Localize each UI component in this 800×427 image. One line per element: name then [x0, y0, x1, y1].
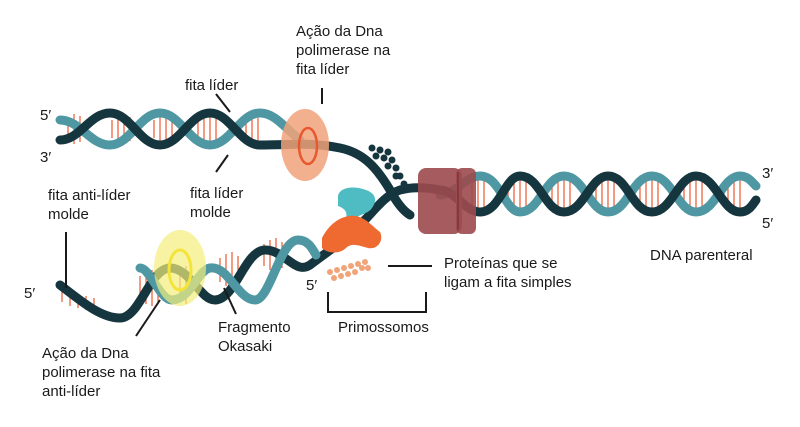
label-leader-lines	[65, 88, 432, 337]
parental-dna-label: DNA parenteral	[650, 247, 753, 264]
lagging-5-prime: 5′	[306, 277, 318, 294]
leading-template-dark	[55, 108, 415, 220]
leading-polymerase-label: Ação da Dna polimerase na fita líder	[296, 23, 391, 78]
right-bottom-5-prime: 5′	[762, 215, 774, 232]
parental-strand-teal	[435, 171, 761, 217]
leading-polymerase-icon	[281, 109, 329, 181]
top-left-3-prime: 3′	[40, 149, 52, 166]
sliding-clamp-icon	[338, 187, 376, 218]
parental-helix-rungs	[471, 176, 741, 212]
leading-template-label: fita líder molde	[190, 185, 244, 221]
top-left-5-prime: 5′	[40, 107, 52, 124]
lagging-template-dark	[55, 183, 445, 323]
dark-ssb-beads	[368, 144, 408, 188]
ssb-proteins-label: Proteínas que se ligam a fita simples	[444, 255, 572, 291]
leading-strand-label: fita líder	[185, 77, 239, 94]
bottom-left-5-prime: 5′	[24, 285, 36, 302]
lagging-polymerase-label: Ação da Dna polimerase na fita anti-líde…	[42, 345, 161, 400]
primase-icon	[322, 215, 382, 253]
lagging-template-label: fita anti-líder molde	[48, 187, 131, 223]
parental-strand-dark	[435, 171, 761, 217]
primosome-label: Primossomos	[338, 319, 429, 336]
right-top-3-prime: 3′	[762, 165, 774, 182]
helicase-icon	[418, 168, 476, 234]
okazaki-fragment-label: Fragmento Okasaki	[218, 319, 291, 355]
lagging-polymerase-icon	[154, 230, 206, 306]
light-ssb-beads	[327, 259, 371, 281]
